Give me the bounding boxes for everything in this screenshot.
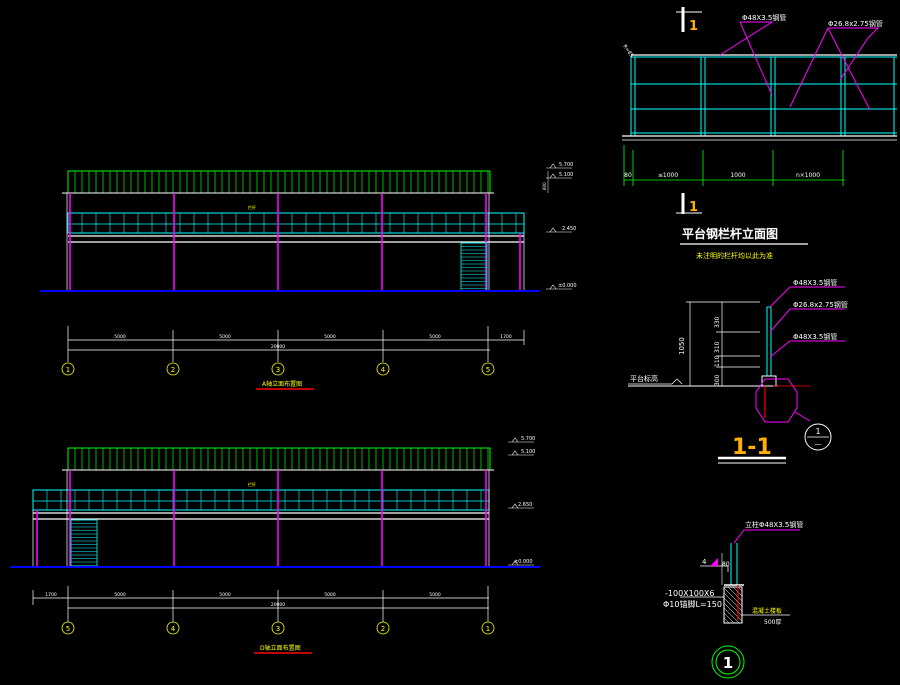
level-deck: 2.450 — [562, 226, 576, 232]
dim-total: 20000 — [271, 602, 285, 608]
axis-bubble: 4 — [381, 366, 386, 374]
dim-text: 5000 — [429, 592, 441, 598]
callout-number: 1 — [815, 427, 820, 436]
railing-band — [67, 212, 525, 234]
platform-label: 平台标高 — [630, 374, 658, 383]
dim-text: 300 — [714, 374, 721, 386]
dim-text: 5000 — [114, 334, 126, 340]
detail-title-circle — [711, 645, 745, 679]
section-title: 1-1 — [732, 435, 772, 460]
detail-callout — [804, 423, 832, 451]
dim-text: 5000 — [429, 334, 441, 340]
detail-title: 1 — [723, 654, 733, 672]
dim-text: 1700 — [45, 592, 57, 598]
level-mid: 5.100 — [559, 172, 573, 178]
hatch-line — [723, 607, 740, 624]
plate-label: -100X100X6 — [665, 589, 714, 598]
axis-bubble: 3 — [276, 625, 280, 633]
hatch-line — [727, 586, 743, 602]
railing-mark: 栏杆 — [248, 481, 256, 487]
section-1-1: 1050 330 310 110 300 Φ48X3.5钢管 Φ26.8x2.7… — [628, 278, 848, 464]
level-marks: 5.700 5.100 600 2.450 ±0.000 — [542, 162, 577, 290]
axis-bubble: 5 — [486, 366, 490, 374]
section-mark: 1 — [689, 200, 698, 215]
dim-text: 80 — [624, 172, 632, 179]
dim-text: 5000 — [219, 592, 231, 598]
pipe-mid-label: Φ26.8x2.75钢管 — [793, 300, 848, 309]
callout-sub: — — [815, 440, 822, 448]
elevation-d: 栏杆 5.700 5.100 2.650 ±0.000 170 — [10, 436, 540, 654]
weld-size: 4 — [702, 558, 707, 566]
level-ground: ±0.000 — [558, 283, 577, 289]
axis-bubble: 1 — [66, 366, 70, 374]
railing-posts — [81, 213, 517, 233]
post-label: 立柱Φ48X3.5钢管 — [745, 520, 803, 529]
concrete-slab — [723, 586, 743, 624]
axis-bubble: 1 — [486, 625, 490, 633]
corner-note: R=85 — [621, 44, 634, 59]
height-dim: 1050 — [678, 337, 686, 355]
dim-text: 5000 — [324, 334, 336, 340]
axis-bubble: 5 — [66, 625, 70, 633]
slab-label: 混凝土楼板 — [752, 607, 782, 615]
elevation-a: 栏杆 5.700 5.100 600 2.450 ±0.000 — [40, 162, 577, 390]
pipe-mid-label: Φ26.8x2.75钢管 — [828, 19, 883, 28]
level-deck: 2.650 — [518, 502, 532, 508]
dim-text: 5000 — [219, 334, 231, 340]
slab-hatch — [723, 586, 743, 624]
axis-bubble: 2 — [381, 625, 385, 633]
pipe-top-label: Φ48X3.5钢管 — [742, 13, 786, 22]
level-top: 5.700 — [521, 436, 535, 442]
dim-text: 1700 — [500, 334, 512, 340]
hatch-line — [737, 586, 743, 592]
railing-posts — [46, 490, 482, 510]
axis-bubble: 4 — [171, 625, 176, 633]
slab-dim: 500厚 — [764, 619, 781, 626]
hatch-line — [723, 612, 735, 624]
railing-band — [32, 489, 490, 511]
dim-text: 1000 — [730, 172, 745, 179]
level-ground: ±0.000 — [514, 559, 533, 565]
dim-text: 5000 — [114, 592, 126, 598]
hatch-line — [723, 597, 743, 617]
drawing-title: D轴立面布置图 — [260, 644, 301, 652]
detail-1: 立柱Φ48X3.5钢管 4 80 -100X100X6 Φ10锚脚L=150 混… — [663, 520, 803, 679]
axis-bubble: 3 — [276, 366, 280, 374]
detail-dim: 80 — [722, 561, 730, 568]
dim-text: n×1000 — [796, 172, 820, 179]
roof-ribs — [74, 171, 489, 193]
railing-mark: 栏杆 — [248, 204, 256, 210]
level-top: 5.700 — [559, 162, 573, 168]
dim-text: 330 — [714, 316, 721, 328]
dim-text: 310 — [714, 341, 721, 353]
dim-text: 110 — [714, 355, 721, 367]
pipe-top-label: Φ48X3.5钢管 — [793, 278, 837, 287]
hatch-line — [723, 617, 730, 624]
section-mark: 1 — [689, 19, 698, 34]
drawing-subtitle: 未注明的栏杆均以此为准 — [696, 251, 773, 260]
hatch-line — [723, 592, 743, 612]
stair-treads — [71, 523, 97, 566]
level-mid: 5.100 — [521, 449, 535, 455]
pipe-bottom-label: Φ48X3.5钢管 — [793, 332, 837, 341]
slab-section — [755, 378, 798, 423]
anchor-label: Φ10锚脚L=150 — [663, 599, 722, 609]
drawing-title: 平台钢栏杆立面图 — [682, 226, 778, 241]
dim-text: 5000 — [324, 592, 336, 598]
stair-treads — [461, 246, 487, 289]
base-plate — [761, 375, 777, 387]
dim-text: ≤1000 — [658, 172, 678, 179]
axis-bubble: 2 — [171, 366, 175, 374]
weld-flag — [710, 558, 718, 566]
roof-ribs — [74, 448, 489, 470]
hatch-line — [723, 602, 743, 622]
dim-total: 20000 — [271, 344, 285, 350]
railing-elevation: 1 Φ48X3.5钢管 Φ26.8x2 — [621, 7, 897, 260]
drawing-title: A轴立面布置图 — [262, 380, 302, 388]
hatch-line — [723, 587, 743, 607]
side-dim: 600 — [542, 182, 547, 190]
